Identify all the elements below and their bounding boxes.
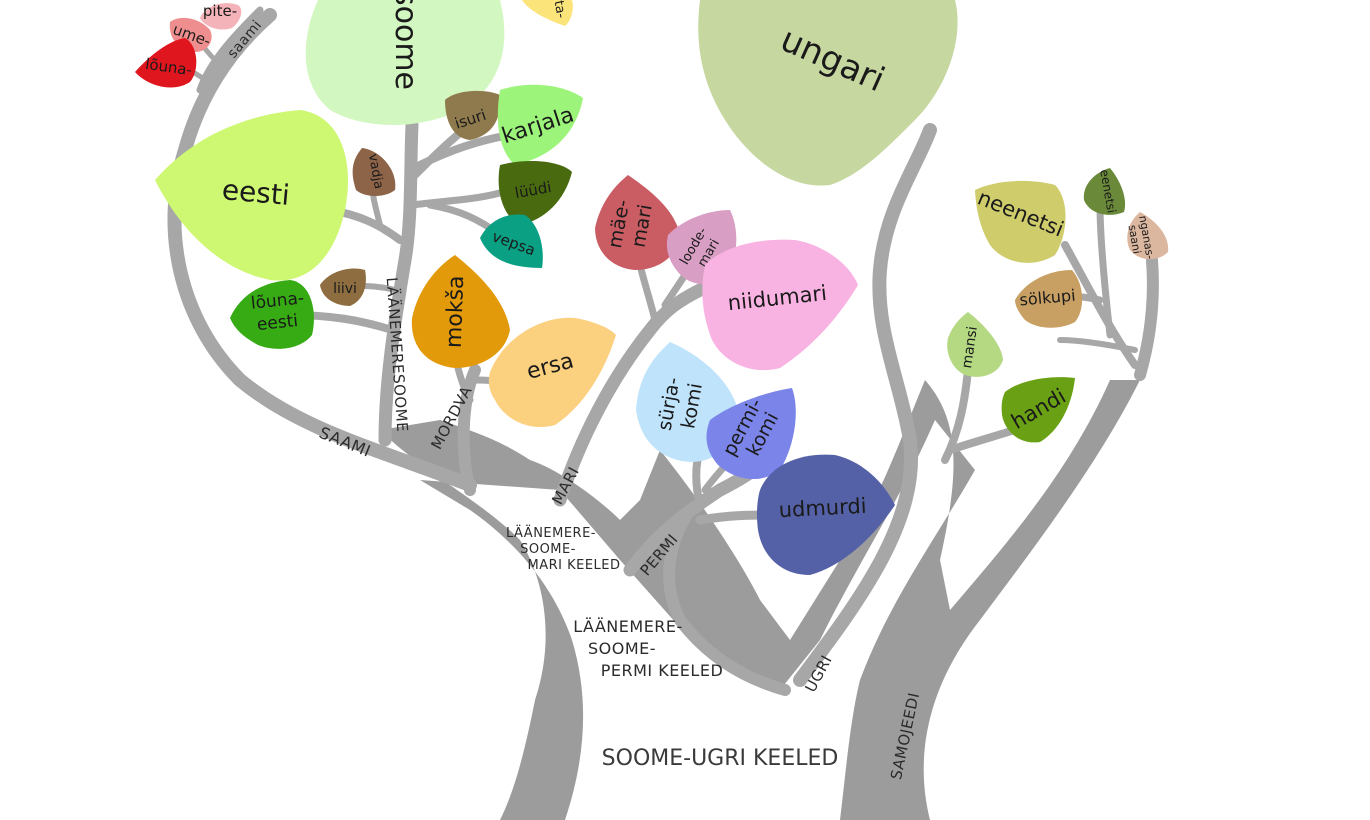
label-saami: SAAMI <box>317 423 374 461</box>
leaf-nganassaani <box>1127 212 1169 260</box>
leaf-udmurdi <box>756 454 895 575</box>
label-finnic-mari-3: MARI KEELED <box>527 558 620 573</box>
leaf-soome <box>305 0 505 125</box>
leaf-niidumari <box>702 239 858 371</box>
leaf-karjala <box>497 84 583 165</box>
label-finnic-mari-1: LÄÄNEMERE- <box>506 525 596 541</box>
branch-mari-mae <box>636 261 659 324</box>
label-soome: soome <box>388 0 423 90</box>
label-finnic-permic-3: PERMI KEELED <box>601 661 724 680</box>
leaf-pite <box>200 3 242 30</box>
leaf-neenetsi <box>975 180 1066 263</box>
leaf-solkupi <box>1015 270 1083 328</box>
leaf-luudi <box>498 160 572 225</box>
leaf-eenetsi <box>1083 168 1126 215</box>
branch-mari <box>553 283 707 507</box>
label-pite: pite- <box>203 2 237 20</box>
branch-ugri <box>793 123 937 687</box>
leaf-isuri <box>445 90 501 140</box>
leaf-mansi <box>947 312 1003 377</box>
leaf-permi-komi <box>706 388 796 480</box>
branch-finnic-luudi <box>408 186 514 209</box>
leaf-louna-saami <box>135 38 197 88</box>
label-mansi: mansi <box>959 325 981 369</box>
branch-finnic-main <box>378 118 419 447</box>
label-finnic-permic-1: LÄÄNEMERE- <box>573 617 683 636</box>
label-finnic-permic-2: SOOME- <box>588 639 656 658</box>
branch-samojeedi-a <box>1061 241 1139 369</box>
branch-samojeedi-d <box>1057 337 1138 353</box>
leaf-ta <box>522 0 573 26</box>
tree-leaves: pite- ume- lõuna- soome ta- ungari isuri… <box>135 0 1169 575</box>
leaf-eesti <box>155 110 348 281</box>
label-vadja: vadja <box>365 153 386 191</box>
leaf-moksa <box>411 255 510 368</box>
label-louna-eesti-2: eesti <box>256 311 299 335</box>
branch-samojeedi <box>1134 254 1159 381</box>
label-liivi: liivi <box>333 281 357 297</box>
branch-saami-loop <box>167 8 477 492</box>
label-root: SOOME-UGRI KEELED <box>602 746 839 771</box>
label-nganassaani-2: saani <box>1126 224 1144 255</box>
branch-samojeedi-b <box>1096 201 1114 339</box>
leaf-vepsa <box>480 214 543 268</box>
leaf-liivi <box>320 268 366 306</box>
leaf-mae-mari <box>595 175 680 270</box>
label-solkupi: sölkupi <box>1019 286 1077 310</box>
label-finnic-mari-2: SOOME- <box>520 542 576 557</box>
label-ta: ta- <box>551 0 569 20</box>
leaf-vadja <box>352 148 396 196</box>
branch-mordva <box>457 364 481 496</box>
leaf-handi <box>1001 377 1075 443</box>
leaf-louna-eesti <box>230 280 314 349</box>
label-eesti: eesti <box>221 173 291 212</box>
branch-permi-inner <box>663 504 791 696</box>
branch-finnic-karjala <box>416 131 514 169</box>
label-udmurdi: udmurdi <box>778 494 867 523</box>
label-moksa: mokša <box>442 275 470 348</box>
leaf-ersa <box>488 317 616 428</box>
leaf-ungari <box>698 0 958 186</box>
